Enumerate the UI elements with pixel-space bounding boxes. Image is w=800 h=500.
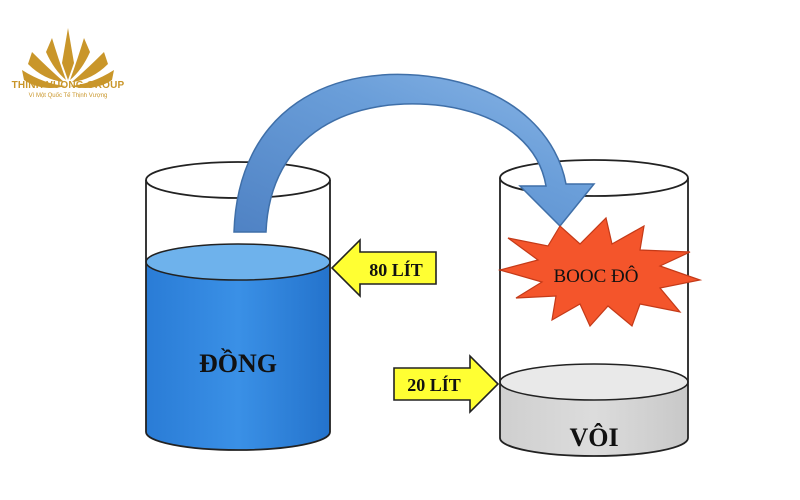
- left-container-label: ĐỒNG: [199, 349, 277, 378]
- brand-tagline: Vì Một Quốc Tế Thịnh Vượng: [28, 93, 108, 99]
- right-level-pointer: [393, 354, 500, 414]
- pointer-arrow-icon: [330, 238, 437, 298]
- curved-arrow-icon: [233, 73, 596, 233]
- pointer-arrow-icon: [393, 354, 500, 414]
- left-level-label: 80 LÍT: [369, 259, 423, 280]
- right-container-label: VÔI: [569, 423, 618, 452]
- burst-label: BOOC ĐÔ: [554, 265, 639, 287]
- explosion-burst-icon: [497, 216, 703, 328]
- left-container: [145, 161, 331, 451]
- right-level-label: 20 LÍT: [407, 374, 461, 395]
- right-container: [499, 159, 689, 457]
- lotus-logo-icon: [22, 28, 114, 88]
- brand-name: THINH VUONG GROUP: [11, 80, 125, 91]
- left-level-pointer: [330, 238, 437, 298]
